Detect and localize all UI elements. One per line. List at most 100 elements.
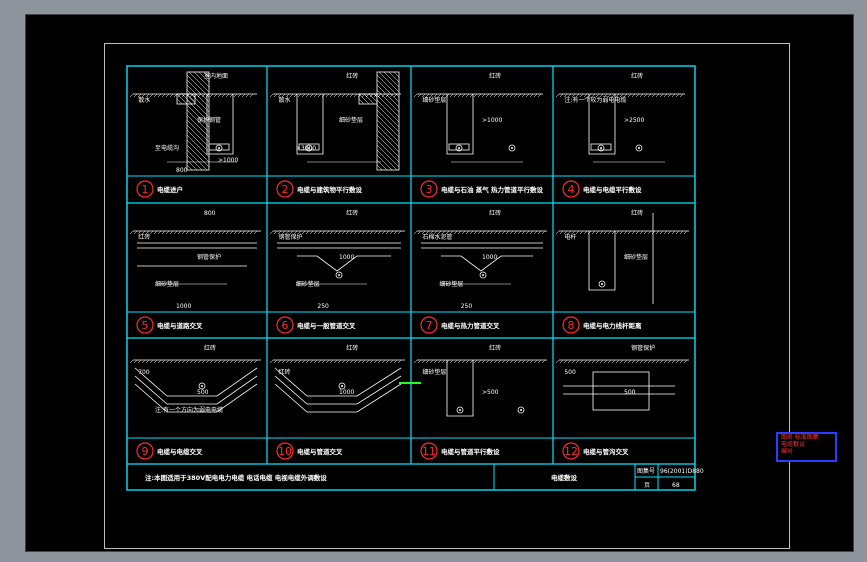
ground-hatch [469, 230, 474, 235]
hatch-line [376, 79, 400, 103]
cable-core [338, 274, 340, 276]
ground-hatch [141, 359, 146, 364]
hatch-line [383, 71, 400, 88]
ground-hatch [149, 93, 154, 98]
ground-hatch [209, 93, 214, 98]
ground-hatch [153, 359, 158, 364]
panel-label: 红砖 [204, 344, 216, 352]
panel-label: 细砂垫层 [422, 368, 446, 376]
ground-hatch [197, 359, 202, 364]
ground-hatch [297, 359, 302, 364]
ground-hatch [289, 93, 294, 98]
drawing-line [134, 383, 258, 413]
ground-hatch [149, 230, 154, 235]
stamp-line: 图名 标准图集 [781, 434, 819, 441]
ground-hatch [453, 359, 458, 364]
drawing-line [134, 375, 258, 405]
panel-number-circle [276, 180, 294, 198]
hatch-line [176, 93, 188, 105]
ground-hatch [663, 359, 668, 364]
panel-number: 11 [422, 445, 436, 458]
cable-symbol [635, 144, 643, 152]
hatch-line [186, 164, 193, 171]
ground-hatch [237, 93, 242, 98]
panel-number: 6 [282, 319, 289, 332]
panel-caption: 电缆与道路交叉 [157, 321, 203, 330]
ground-hatch [497, 93, 502, 98]
drawing-line [297, 255, 391, 272]
ground-hatch [281, 93, 286, 98]
ground-hatch [647, 230, 652, 235]
drawing-viewport[interactable] [25, 14, 854, 552]
ground-hatch [197, 230, 202, 235]
hatch-line [186, 114, 210, 138]
panel-label: 钢管保护 [279, 233, 303, 241]
ground-hatch [477, 359, 482, 364]
ground-line [555, 230, 689, 235]
ground-hatch [225, 93, 230, 98]
ground-hatch [623, 359, 628, 364]
hatch-line [186, 93, 196, 103]
ground-hatch [663, 93, 668, 98]
panel-label: 细砂垫层 [155, 280, 179, 288]
ground-hatch [161, 93, 166, 98]
ground-hatch [477, 93, 482, 98]
ground-hatch [559, 230, 564, 235]
ground-hatch [563, 359, 568, 364]
panel-number-circle [562, 442, 580, 460]
ground-hatch [333, 93, 338, 98]
ground-hatch [469, 359, 474, 364]
cable-symbol [338, 382, 346, 390]
ground-hatch [679, 359, 684, 364]
hatch-pattern [376, 71, 400, 171]
ground-hatch [317, 359, 322, 364]
ground-hatch [457, 230, 462, 235]
ground-hatch [501, 230, 506, 235]
ground-hatch [437, 93, 442, 98]
ground-hatch [249, 359, 254, 364]
ground-hatch [425, 359, 430, 364]
hatch-line [376, 99, 400, 123]
hatch-line [186, 129, 210, 153]
ground-hatch [485, 93, 490, 98]
ground-hatch [417, 359, 422, 364]
ground-hatch [647, 93, 652, 98]
cable-symbol [305, 144, 313, 152]
ground-hatch [509, 230, 514, 235]
hatch-outline [186, 71, 210, 171]
hatch-pattern [176, 93, 196, 105]
panel-label: 250 [317, 303, 329, 310]
ground-hatch [631, 93, 636, 98]
ground-hatch [461, 359, 466, 364]
ground-hatch [237, 359, 242, 364]
ground-hatch [627, 230, 632, 235]
ground-hatch [217, 230, 222, 235]
hatch-line [198, 71, 210, 83]
ground-hatch [599, 359, 604, 364]
ground-hatch [301, 359, 306, 364]
ground-hatch [619, 359, 624, 364]
cable-circle [456, 406, 464, 414]
ground-hatch [607, 93, 612, 98]
drawing-title: 电缆敷设 [551, 473, 578, 482]
ground-hatch [639, 230, 644, 235]
panel-label: 石棉水泥管 [422, 233, 452, 241]
ground-hatch [559, 93, 564, 98]
ground-hatch [161, 230, 166, 235]
ground-hatch [611, 359, 616, 364]
ground-hatch [413, 93, 418, 98]
ground-hatch [157, 359, 162, 364]
ground-hatch [345, 93, 350, 98]
ground-hatch [651, 359, 656, 364]
ground-hatch [473, 359, 478, 364]
panel-number-circle [562, 316, 580, 334]
ground-hatch [205, 359, 210, 364]
ground-line [129, 359, 261, 364]
panel-number: 9 [142, 445, 149, 458]
ground-hatch [659, 93, 664, 98]
ground-hatch [373, 359, 378, 364]
